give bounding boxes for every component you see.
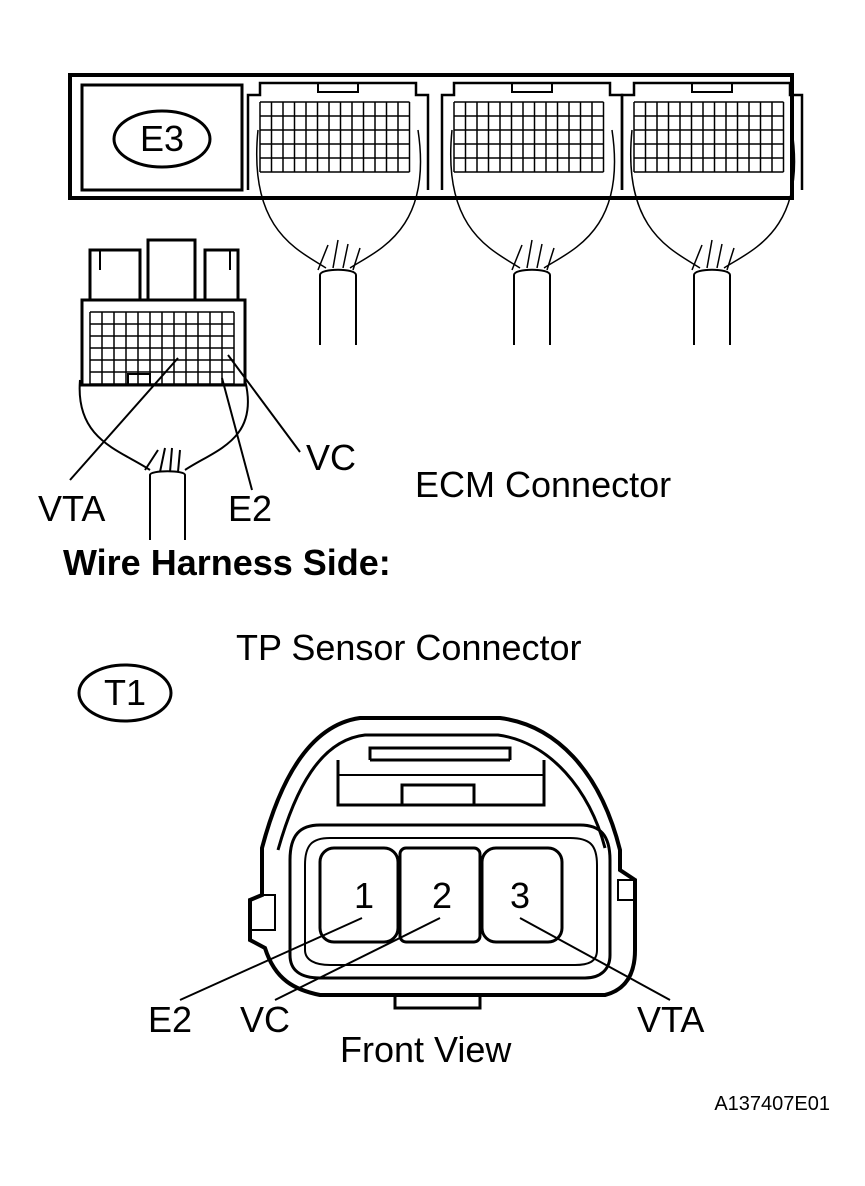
terminal-1-label: 1: [354, 875, 374, 916]
ecm-connector-module-2: [440, 81, 624, 345]
ecm-wire-side-pin-grid: [89, 311, 235, 385]
tp-sensor-connector: 1 2 3: [248, 716, 637, 1010]
wire-harness-side-label: Wire Harness Side:: [63, 542, 391, 583]
tp-connector-title: TP Sensor Connector: [236, 627, 582, 668]
ecm-pin-vta-label: VTA: [38, 488, 105, 529]
ecm-connector-modules: [246, 81, 804, 345]
ecm-connector-module-1: [246, 81, 430, 345]
ecm-connector-title: ECM Connector: [415, 464, 671, 505]
ecm-connector-module-3: [620, 81, 804, 345]
terminal-2-label: 2: [432, 875, 452, 916]
ecm-connector-block: E3: [68, 73, 804, 345]
ecm-wire-side-connector: [78, 238, 249, 540]
t1-tag-label: T1: [104, 672, 146, 713]
terminal-3-label: 3: [510, 875, 530, 916]
front-view-label: Front View: [340, 1029, 512, 1070]
tp-pin-vc-label: VC: [240, 999, 290, 1040]
t1-tag-oval: [77, 663, 173, 723]
tp-pin-vta-label: VTA: [637, 999, 704, 1040]
tp-pin-e2-label: E2: [148, 999, 192, 1040]
figure-id: A137407E01: [714, 1093, 830, 1115]
e3-tag-label: E3: [140, 118, 184, 159]
e3-tag-oval: [112, 109, 212, 169]
ecm-pin-vc-label: VC: [306, 437, 356, 478]
ecm-pin-e2-label: E2: [228, 488, 272, 529]
